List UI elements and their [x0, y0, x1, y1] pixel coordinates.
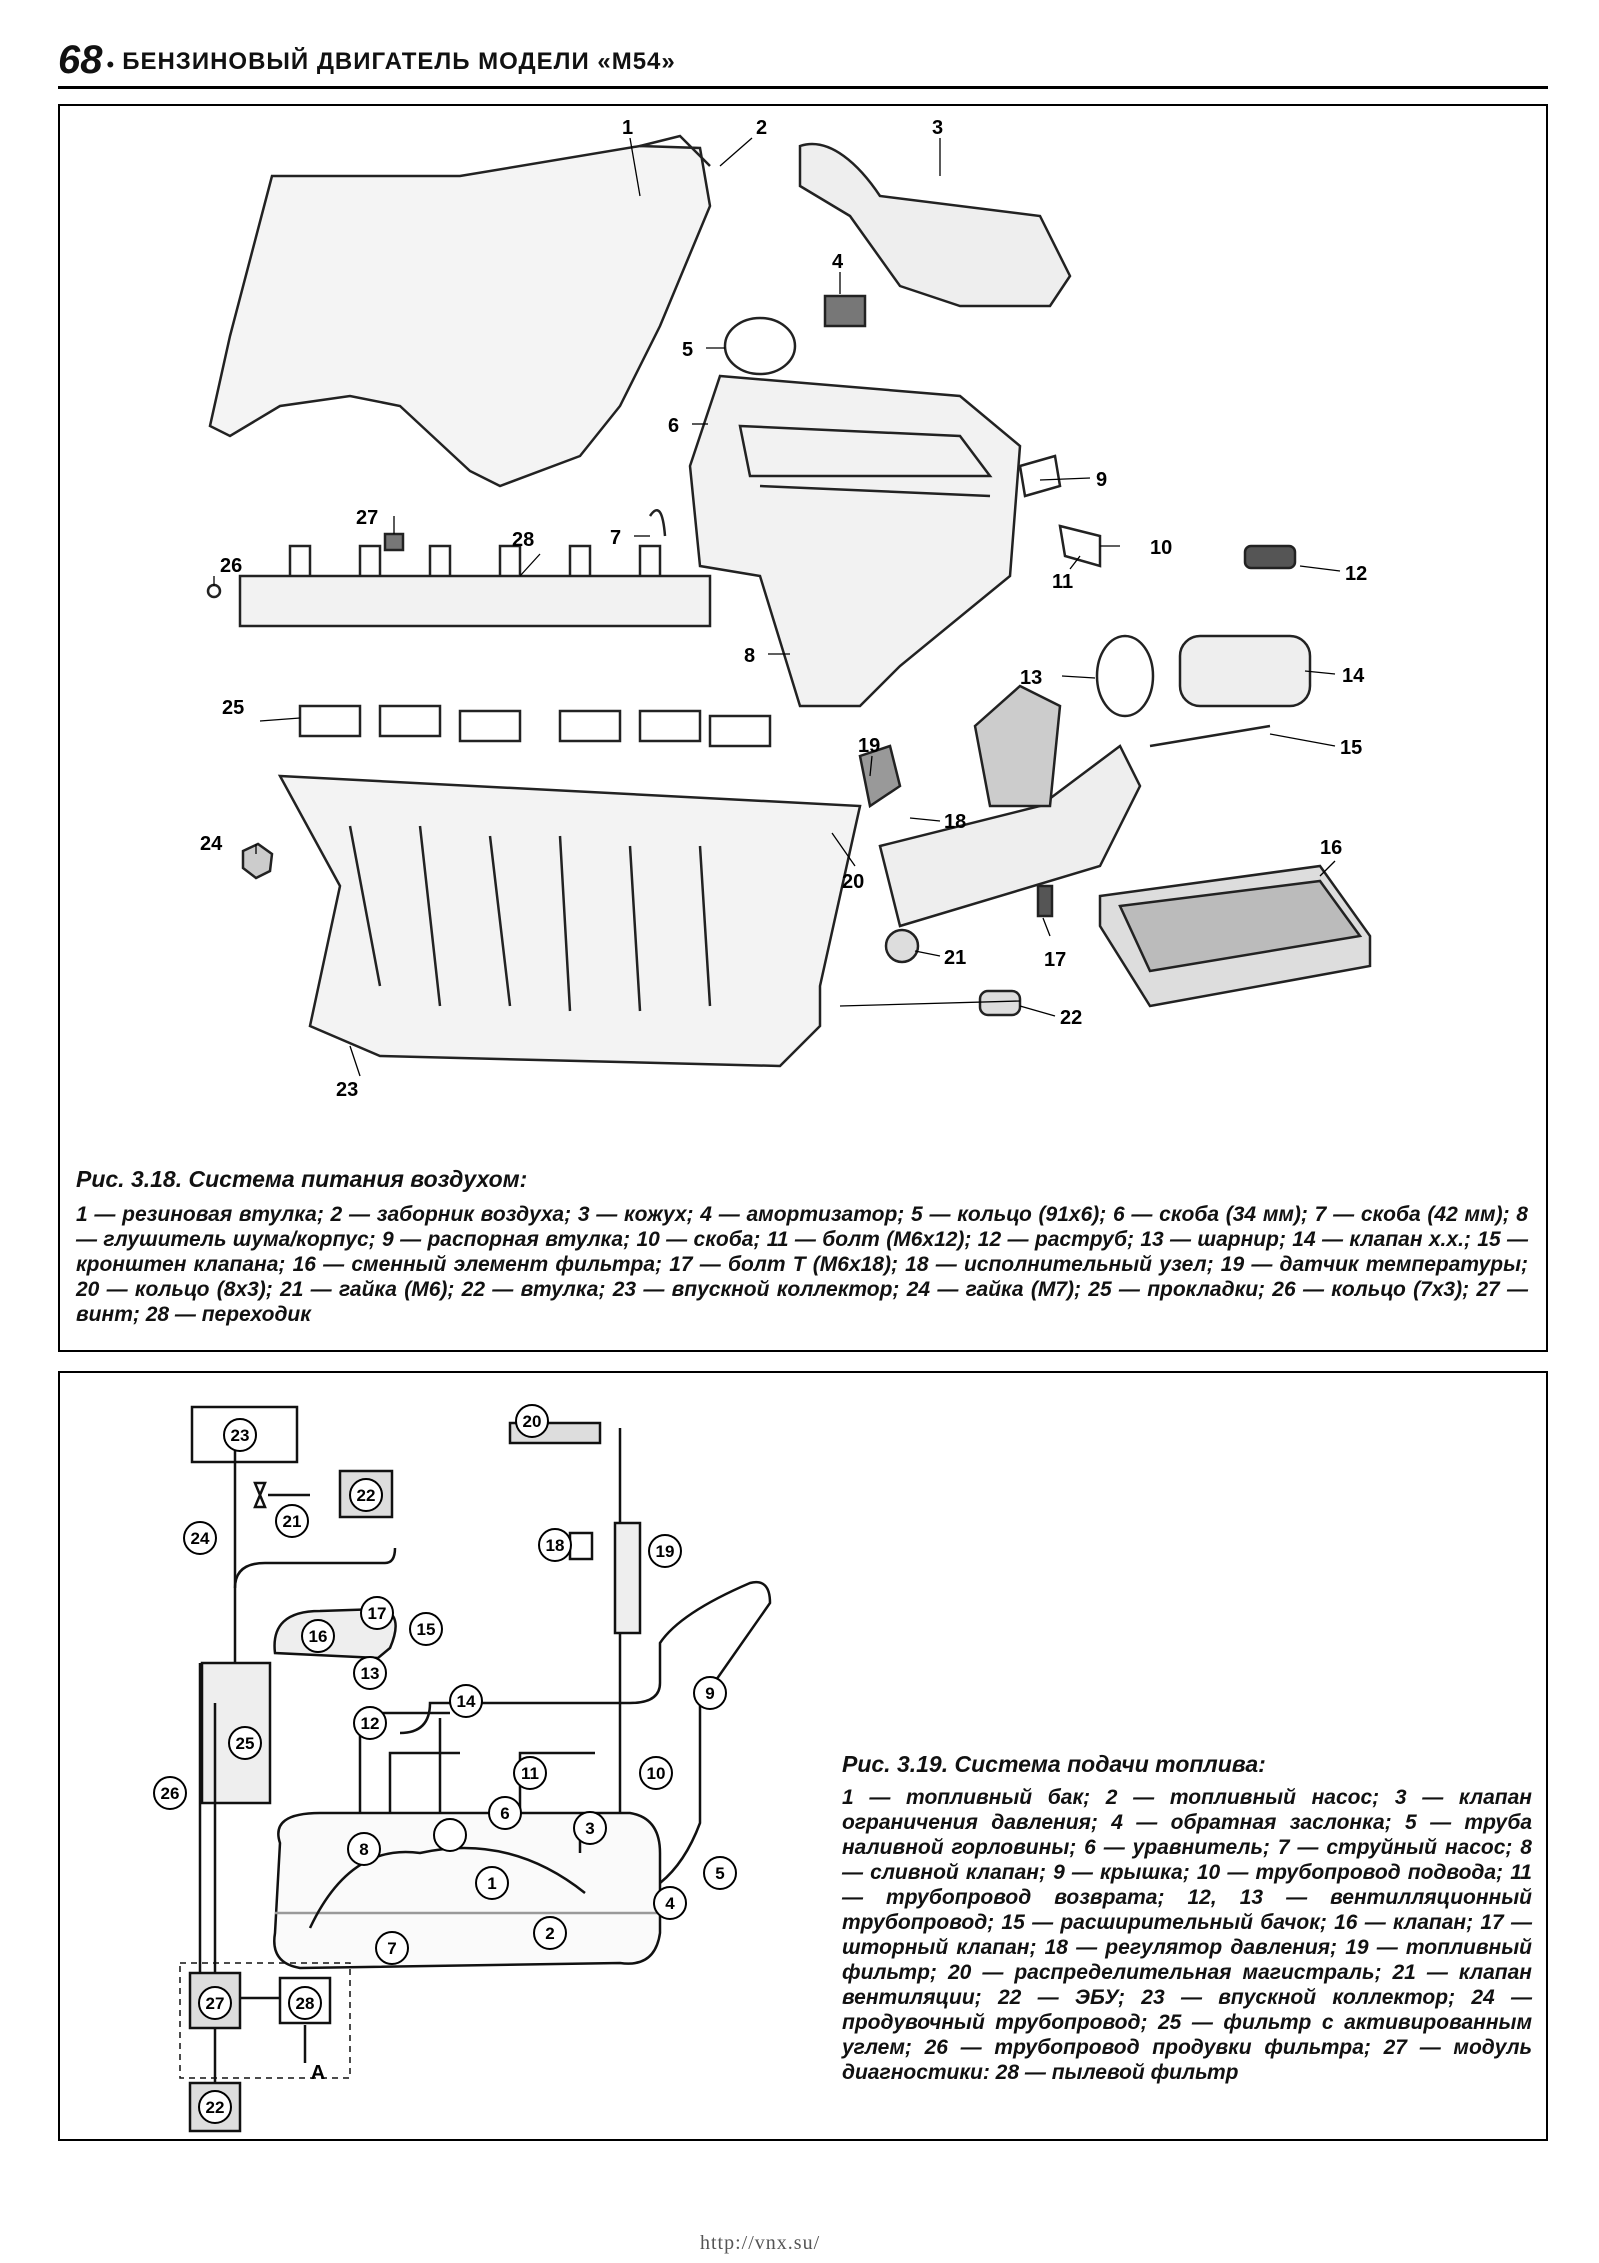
fuel-callout-8: 8 — [359, 1840, 368, 1859]
fuel-callout-15: 15 — [417, 1620, 436, 1639]
fuel-callout-14: 14 — [457, 1692, 476, 1711]
header-rule — [58, 86, 1548, 89]
callout-23: 23 — [336, 1079, 358, 1101]
fuel-callout-19: 19 — [656, 1542, 675, 1561]
fuel-callout-23: 23 — [231, 1426, 250, 1445]
callout-24: 24 — [200, 833, 223, 855]
callout-15: 15 — [1340, 737, 1362, 759]
callout-27: 27 — [356, 507, 378, 529]
fuel-callout-17: 17 — [368, 1604, 387, 1623]
footer-url: http://vnx.su/ — [700, 2232, 821, 2254]
fuel-callout-28: 28 — [296, 1994, 315, 2013]
fuel-callout-7: 7 — [387, 1939, 396, 1958]
callout-20: 20 — [842, 871, 864, 893]
figure-3-19-panel: 1 2 3 4 5 6 7 8 9 10 11 12 13 14 15 16 1… — [58, 1371, 1548, 2141]
callout-26: 26 — [220, 555, 242, 577]
callout-6: 6 — [668, 415, 679, 437]
callout-21: 21 — [944, 947, 966, 969]
fuel-callout-1: 1 — [487, 1874, 496, 1893]
callout-9: 9 — [1096, 469, 1107, 491]
fuel-callout-24: 24 — [191, 1529, 210, 1548]
callout-8: 8 — [744, 645, 755, 667]
fuel-callout-12: 12 — [361, 1714, 380, 1733]
callout-16: 16 — [1320, 837, 1342, 859]
fuel-callout-5: 5 — [715, 1864, 724, 1883]
callout-14: 14 — [1342, 665, 1365, 687]
fuel-callout-21: 21 — [283, 1512, 302, 1531]
fuel-system-schematic: 1 2 3 4 5 6 7 8 9 10 11 12 13 14 15 16 1… — [153, 1404, 772, 2133]
figure-3-18-caption-text: 1 — резиновая втулка; 2 — заборник возду… — [76, 1203, 1528, 1326]
fuel-callout-2: 2 — [545, 1924, 554, 1943]
figure-3-18-caption-title: Рис. 3.18. Система питания воздухом: — [76, 1166, 528, 1192]
figure-3-19-caption-text: 1 — топливный бак; 2 — топливный насос; … — [842, 1786, 1532, 2084]
callout-10: 10 — [1150, 537, 1172, 559]
callout-25: 25 — [222, 697, 244, 719]
page-number: 68 — [58, 38, 103, 82]
fuel-callout-22-bottom: 22 — [206, 2098, 225, 2117]
callout-2: 2 — [756, 117, 767, 139]
air-system-illustration: 1 2 3 4 5 6 7 8 9 10 11 12 13 14 15 16 1… — [200, 117, 1372, 1101]
callout-1: 1 — [622, 117, 633, 139]
fuel-callout-9: 9 — [705, 1684, 714, 1703]
fuel-callout-22: 22 — [357, 1486, 376, 1505]
callout-5: 5 — [682, 339, 693, 361]
callout-17: 17 — [1044, 949, 1066, 971]
fuel-callout-3: 3 — [585, 1819, 594, 1838]
arrow-label-a: A — [311, 2062, 325, 2084]
callout-4: 4 — [832, 251, 844, 273]
callout-12: 12 — [1345, 563, 1367, 585]
callout-11: 11 — [1052, 571, 1073, 593]
callout-3: 3 — [932, 117, 943, 139]
callout-13: 13 — [1020, 667, 1042, 689]
callout-19: 19 — [858, 735, 880, 757]
callout-7: 7 — [610, 527, 621, 549]
fuel-callout-27: 27 — [206, 1994, 225, 2013]
fuel-callout-18: 18 — [546, 1536, 565, 1555]
fuel-callout-11: 11 — [521, 1764, 539, 1783]
fuel-callout-4: 4 — [665, 1894, 675, 1913]
fuel-callout-13: 13 — [361, 1664, 380, 1683]
figure-3-18-panel: 1 2 3 4 5 6 7 8 9 10 11 12 13 14 15 16 1… — [58, 104, 1548, 1352]
fuel-callout-6: 6 — [500, 1804, 509, 1823]
header-bullet: • — [106, 52, 115, 77]
callout-28: 28 — [512, 529, 534, 551]
callout-18: 18 — [944, 811, 966, 833]
fuel-callout-25: 25 — [236, 1734, 255, 1753]
fuel-callout-26: 26 — [161, 1784, 180, 1803]
page-title: БЕНЗИНОВЫЙ ДВИГАТЕЛЬ МОДЕЛИ «М54» — [122, 48, 676, 75]
figure-3-19-caption-title: Рис. 3.19. Система подачи топлива: — [842, 1751, 1266, 1777]
callout-22: 22 — [1060, 1007, 1082, 1029]
fuel-callout-16: 16 — [309, 1627, 328, 1646]
page-header: 68 • БЕНЗИНОВЫЙ ДВИГАТЕЛЬ МОДЕЛИ «М54» — [58, 30, 676, 80]
fuel-callout-20: 20 — [523, 1412, 542, 1431]
fuel-callout-10: 10 — [647, 1764, 666, 1783]
